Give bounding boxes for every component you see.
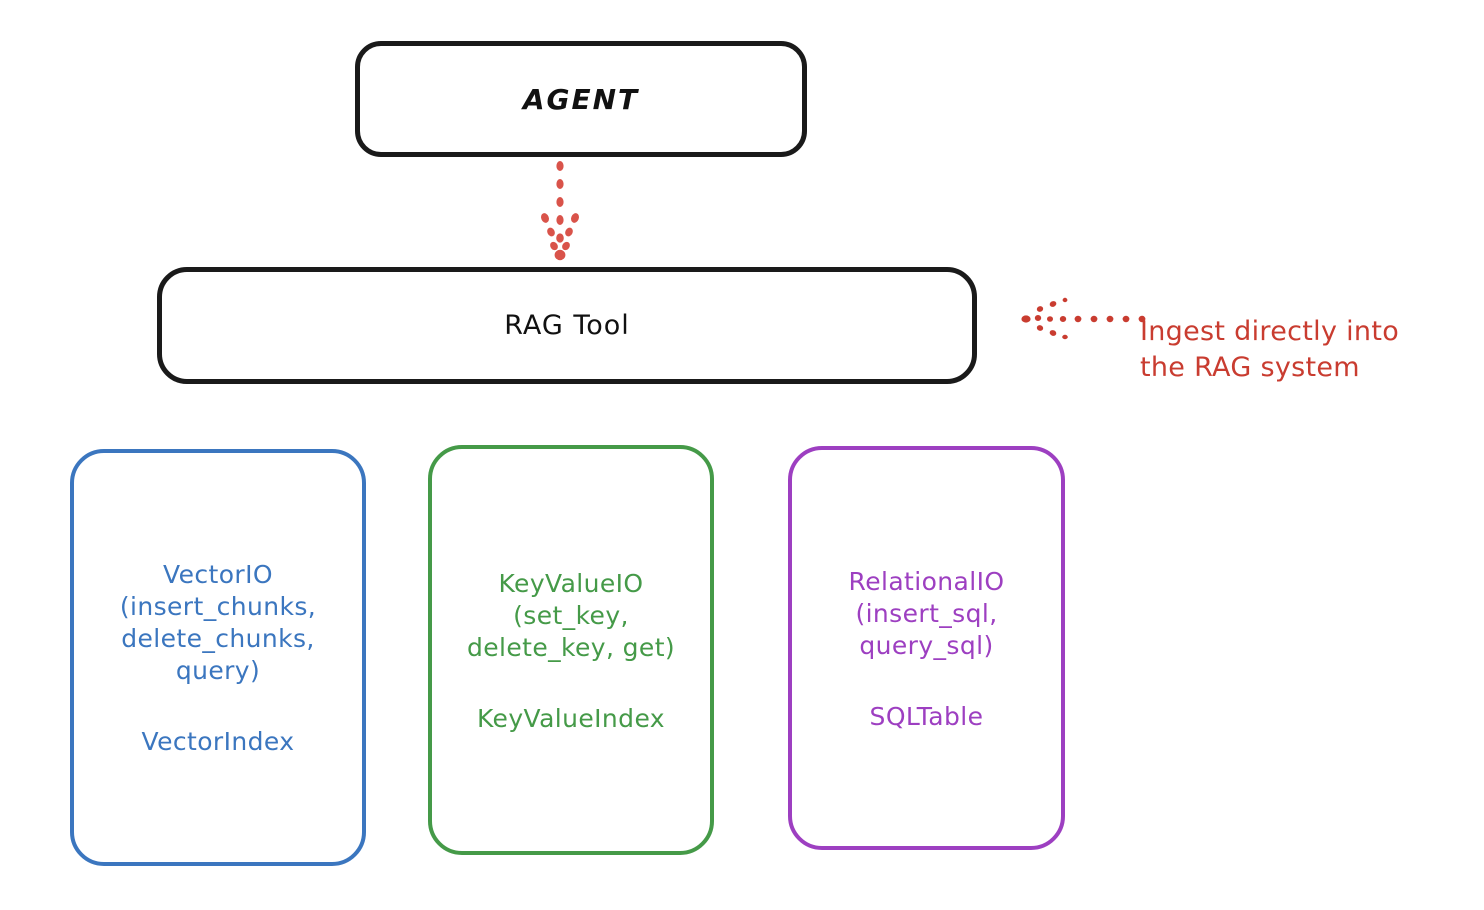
ingest-annotation: Ingest directly into the RAG system [1140,278,1480,387]
node-key-value-io[interactable]: KeyValueIO (set_key, delete_key, get) Ke… [428,445,714,855]
ingest-arrow-icon [1021,297,1146,340]
node-key-value-io-title: KeyValueIO (set_key, delete_key, get) [466,568,676,662]
node-vector-io[interactable]: VectorIO (insert_chunks, delete_chunks, … [70,449,366,866]
node-relational-io-index: SQLTable [869,701,984,731]
node-relational-io[interactable]: RelationalIO (insert_sql, query_sql) SQL… [788,446,1065,850]
node-rag-tool[interactable]: RAG Tool [157,267,977,384]
node-rag-tool-label: RAG Tool [504,310,630,341]
node-agent[interactable]: AGENT [355,41,807,157]
edge-agent-to-ragtool-arrow [541,161,579,261]
node-key-value-io-index: KeyValueIndex [476,703,665,733]
node-vector-io-title: VectorIO (insert_chunks, delete_chunks, … [119,560,317,685]
node-agent-label: AGENT [522,82,640,116]
ingest-annotation-text: Ingest directly into the RAG system [1140,316,1400,384]
node-relational-io-title: RelationalIO (insert_sql, query_sql) [848,566,1005,660]
node-vector-io-index: VectorIndex [141,727,295,756]
